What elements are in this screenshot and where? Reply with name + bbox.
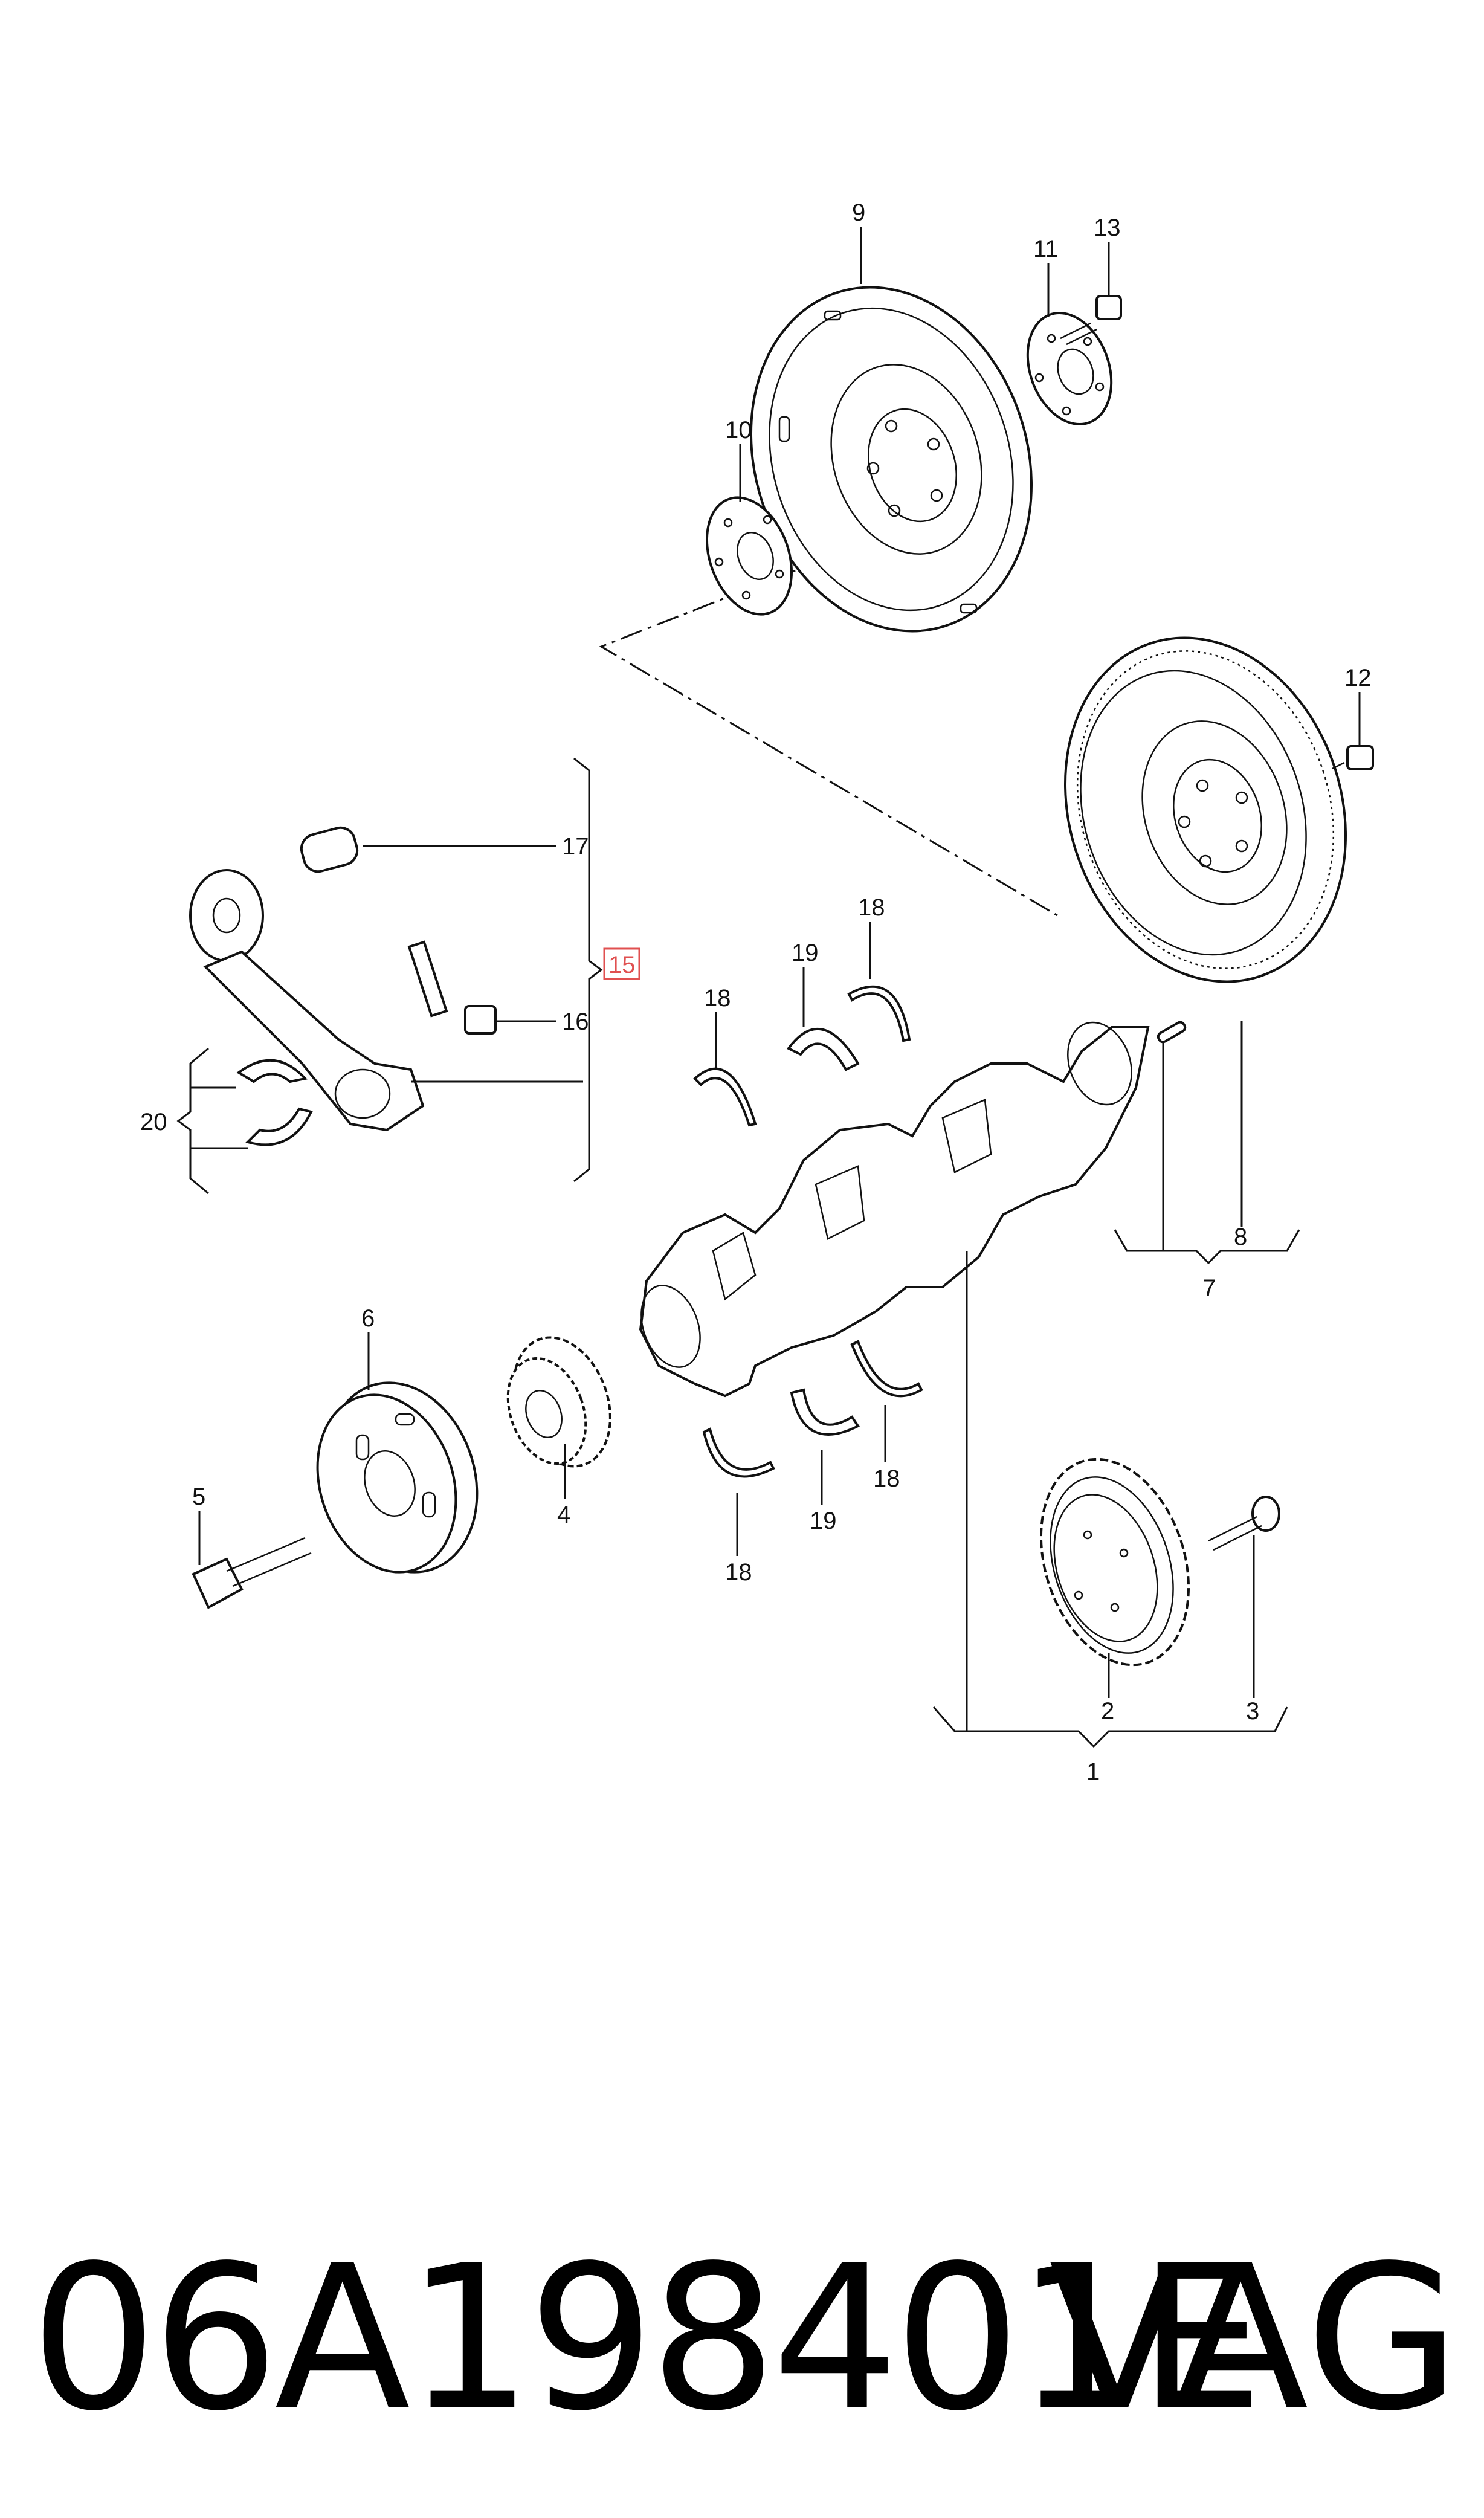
main-bearing-shell-drawing (786, 1027, 860, 1071)
callout-label: 12 (1344, 665, 1372, 691)
callout-label: 8 (1234, 1224, 1247, 1250)
callout-label: 1 (1086, 1758, 1100, 1785)
conrod-bearing-shells-drawing (236, 1059, 313, 1146)
thrust-washer-drawing (850, 1340, 923, 1398)
callout-label: 7 (1202, 1275, 1216, 1302)
callout-label: 19 (810, 1508, 837, 1534)
thrust-washer-drawing (693, 1067, 757, 1127)
part-number-footer: 06A198401E VAG (0, 2212, 1484, 2465)
callout-label: 3 (1246, 1698, 1259, 1725)
thrust-washer-drawing (702, 1427, 775, 1478)
callout-leader-lines (176, 227, 1361, 1748)
callout-label: 18 (725, 1559, 752, 1586)
center-axis-line (599, 531, 1058, 917)
conrod-bolt-drawing (407, 940, 497, 1035)
callout-label: 18 (704, 985, 731, 1012)
callout-label: 15 (608, 952, 636, 978)
exploded-parts-diagram: 9 10 11 13 12 17 16 15 20 18 19 18 19 18… (140, 199, 1374, 1785)
callout-labels: 9 10 11 13 12 17 16 15 20 18 19 18 19 18… (140, 199, 1372, 1785)
main-bearing-shell-drawing (790, 1388, 860, 1436)
callout-label: 2 (1101, 1698, 1114, 1725)
bolt-drawing (1332, 745, 1374, 770)
callout-label: 6 (361, 1305, 375, 1332)
callout-label: 10 (725, 417, 752, 444)
crankshaft-drawing (639, 1021, 1150, 1398)
callout-label: 11 (1033, 236, 1059, 262)
part-number: 06A198401E (30, 2223, 1264, 2455)
bolt-drawing (1060, 295, 1122, 346)
callout-label: 18 (858, 894, 885, 921)
highlight-box (603, 947, 640, 980)
callout-label: 19 (792, 940, 819, 966)
dual-mass-flywheel-drawing (1064, 636, 1347, 983)
callout-label: 20 (140, 1109, 167, 1135)
connecting-rod-drawing (189, 869, 425, 1132)
callout-label: 9 (852, 199, 865, 226)
callout-label: 18 (873, 1465, 900, 1492)
brand-name: VAG (1048, 2223, 1460, 2455)
flex-plate-drawing (750, 286, 1033, 633)
callout-label: 17 (562, 833, 589, 860)
sprocket-drawing (506, 1336, 611, 1468)
thrust-washer-drawing (847, 985, 911, 1042)
crank-gear-drawing (1039, 1458, 1190, 1667)
callout-label: 16 (562, 1009, 589, 1035)
bolt-drawing (1208, 1496, 1280, 1551)
dowel-pin-drawing (1157, 1021, 1187, 1044)
callout-label: 13 (1094, 215, 1121, 241)
shim-drawing (1026, 312, 1113, 425)
vibration-damper-pulley-drawing (316, 1381, 479, 1574)
callout-label: 4 (557, 1502, 570, 1528)
shim-drawing (705, 496, 793, 616)
bolt-drawing (192, 1537, 312, 1609)
callout-label: 5 (192, 1483, 205, 1510)
piston-pin-bushing-drawing (300, 826, 359, 873)
